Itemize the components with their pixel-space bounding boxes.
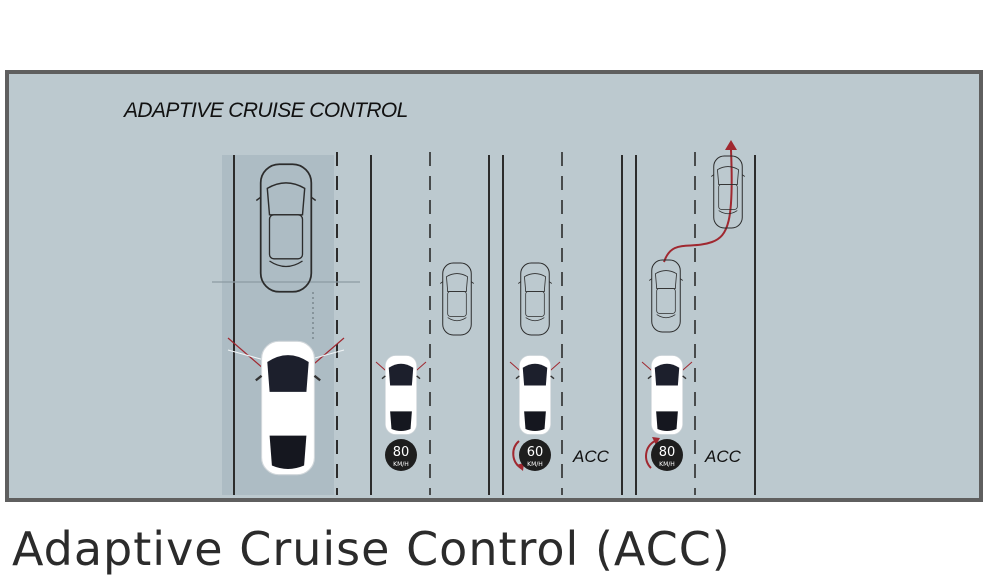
speed-unit: KM/H <box>659 461 675 468</box>
speed-badge: 80 KM/H <box>385 439 417 471</box>
ego-vehicle <box>647 354 687 436</box>
speed-badge: 60 KM/H <box>519 439 551 471</box>
speed-value: 80 <box>393 445 410 460</box>
acc-mode-label: ACC <box>572 447 610 466</box>
speed-increase-arrow <box>645 440 656 469</box>
speed-value: 60 <box>527 445 544 460</box>
diagram-title: ADAPTIVE CRUISE CONTROL <box>122 99 408 122</box>
arrow-head-icon <box>725 140 737 150</box>
ego-vehicle <box>381 354 421 436</box>
ego-vehicle <box>515 354 555 436</box>
diagram-frame <box>5 70 983 502</box>
speed-unit: KM/H <box>527 461 543 468</box>
speed-value: 80 <box>659 445 676 460</box>
acc-mode-label: ACC <box>704 447 742 466</box>
arrow-head-icon <box>516 463 524 471</box>
arrow-head-icon <box>652 437 660 445</box>
page-caption: Adaptive Cruise Control (ACC) <box>12 522 731 576</box>
ego-vehicle <box>254 340 322 476</box>
speed-badge: 80 KM/H <box>651 439 683 471</box>
lane-change-path <box>663 149 733 263</box>
acc-diagram: ADAPTIVE CRUISE CONTROL 80 KM/H <box>5 70 983 502</box>
speed-unit: KM/H <box>393 461 409 468</box>
